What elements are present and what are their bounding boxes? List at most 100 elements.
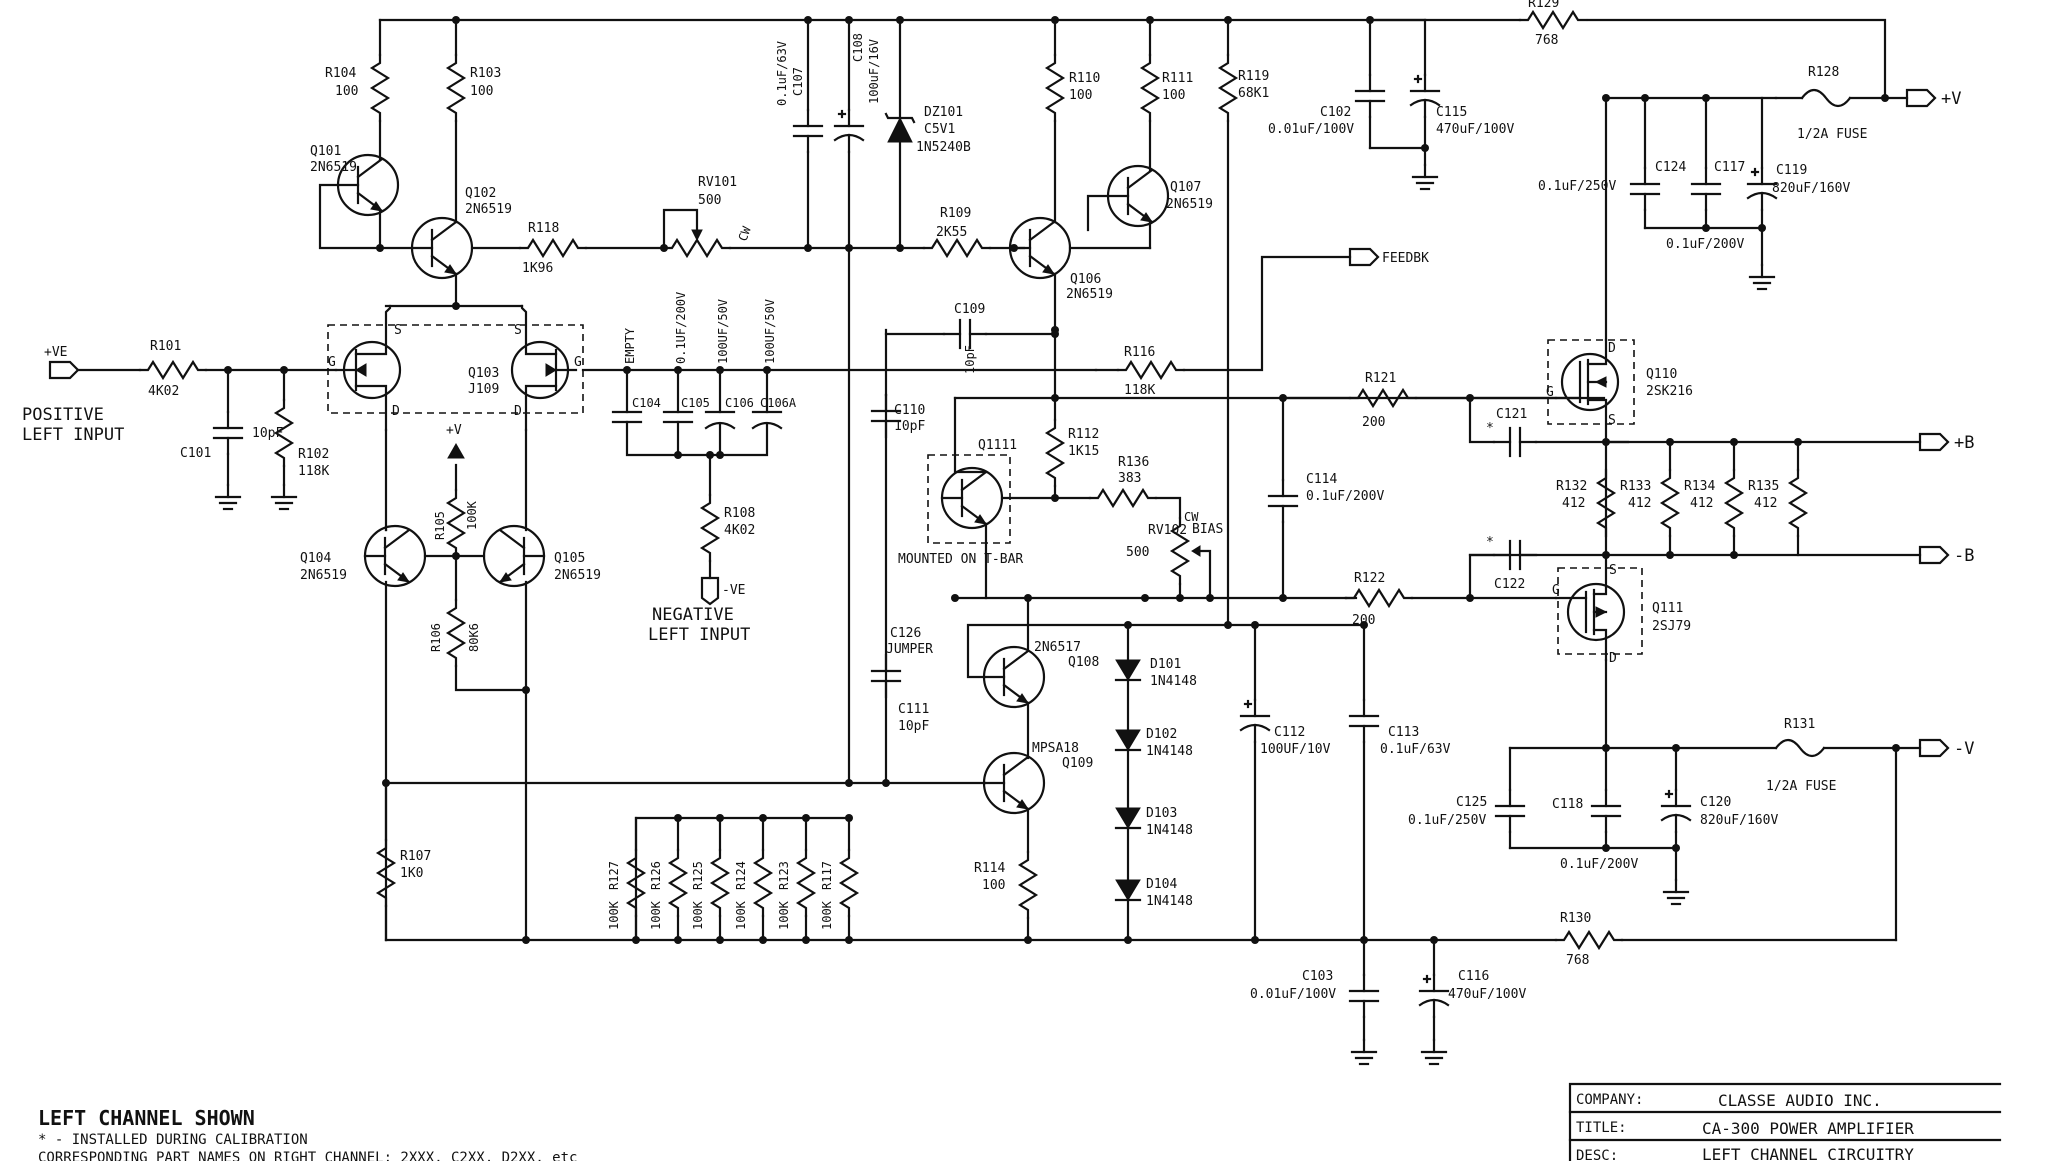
- value-C116: 470uF/100V: [1448, 987, 1526, 1002]
- type-Q102: 2N6519: [465, 202, 512, 217]
- label-R124: R124: [734, 861, 748, 890]
- label-Q105: Q105: [554, 551, 585, 566]
- feedback-network: C109 10pF R116 118K FEEDBK C110 10pF C12…: [845, 247, 1429, 787]
- value-R114: 100: [982, 878, 1005, 893]
- value-C111: 10pF: [898, 719, 929, 734]
- pin-G1: G: [328, 355, 336, 370]
- output-supply: +V R128 1/2A FUSE C124 0.1uF/250V C117 0…: [1538, 65, 1961, 342]
- label-C104: C104: [632, 396, 661, 410]
- cw-RV101: CW: [736, 224, 754, 243]
- value-R109: 2K55: [936, 225, 967, 240]
- type-Q107: 2N6519: [1166, 197, 1213, 212]
- port-vplus[interactable]: +V: [1941, 89, 1961, 109]
- label-C114: C114: [1306, 472, 1337, 487]
- value-C104: EMPTY: [623, 327, 637, 364]
- label-Q103: Q103: [468, 366, 499, 381]
- label-R109: R109: [940, 206, 971, 221]
- label-C124: C124: [1655, 160, 1686, 175]
- value-R110: 100: [1069, 88, 1092, 103]
- star-C122: *: [1486, 535, 1494, 550]
- label-DZ101: DZ101: [924, 105, 963, 120]
- value-RV102: 500: [1126, 545, 1149, 560]
- type-Q111: 2SJ79: [1652, 619, 1691, 634]
- q101-q102-block: R104 100 Q101 2N6519 R103 100 Q102 2N651…: [310, 18, 666, 310]
- label-C103: C103: [1302, 969, 1333, 984]
- label-C102: C102: [1320, 105, 1351, 120]
- pin-D-Q110: D: [1608, 341, 1616, 356]
- label-C117: C117: [1714, 160, 1745, 175]
- q106-q107-block: R110 100 Q106 2N6519 R111 100 Q107 2N651…: [1008, 18, 1269, 627]
- value-R111: 100: [1162, 88, 1185, 103]
- type-Q110: 2SK216: [1646, 384, 1693, 399]
- label-C101: C101: [180, 446, 211, 461]
- port-bplus[interactable]: +B: [1954, 433, 1974, 453]
- label-C112: C112: [1274, 725, 1305, 740]
- value-R128: 1/2A FUSE: [1797, 127, 1867, 142]
- value-R132: 412: [1562, 496, 1585, 511]
- value-R107: 1K0: [400, 866, 423, 881]
- value-D101: 1N4148: [1150, 674, 1197, 689]
- value-C117: 0.1uF/200V: [1666, 237, 1744, 252]
- label-RV102: RV102: [1148, 523, 1187, 538]
- value-R102: 118K: [298, 464, 329, 479]
- pin-S-Q111: S: [1609, 563, 1617, 578]
- bias-label: BIAS: [1192, 522, 1223, 537]
- pin-G-Q110: G: [1546, 385, 1554, 400]
- value-R108: 4K02: [724, 523, 755, 538]
- value-R124: 100K: [734, 900, 748, 930]
- value-C108: 100uF/16V: [867, 39, 881, 104]
- notes: LEFT CHANNEL SHOWN * - INSTALLED DURING …: [38, 1106, 577, 1161]
- star-C121: *: [1486, 421, 1494, 436]
- value-C118: 0.1uF/200V: [1560, 857, 1638, 872]
- port-neg-in[interactable]: -VE: [722, 583, 745, 598]
- label-R126: R126: [649, 861, 663, 890]
- pin-S1: S: [394, 323, 402, 338]
- label-D102: D102: [1146, 727, 1177, 742]
- value-R125: 100K: [691, 900, 705, 930]
- input-block: +VE POSITIVE LEFT INPUT R101 4K02 C101 1…: [22, 339, 338, 511]
- label-C105: C105: [681, 396, 710, 410]
- value-R135: 412: [1754, 496, 1777, 511]
- label-C108: C108: [851, 33, 865, 62]
- type-Q106: 2N6519: [1066, 287, 1113, 302]
- label-Q1111: Q1111: [978, 438, 1017, 453]
- value-R106: 80K6: [467, 623, 481, 652]
- value-R105: 100K: [465, 500, 479, 530]
- label-R132: R132: [1556, 479, 1587, 494]
- value-R133: 412: [1628, 496, 1651, 511]
- value-C110: 10pF: [894, 419, 925, 434]
- bottom-rail: R130 768 C103 0.01uF/100V C116 470uF/100…: [384, 746, 1898, 1066]
- label-R101: R101: [150, 339, 181, 354]
- port-vminus[interactable]: -V: [1954, 739, 1974, 759]
- port-bminus[interactable]: -B: [1954, 546, 1974, 566]
- value-C125: 0.1uF/250V: [1408, 813, 1486, 828]
- q103-jfet-pair: G S D G S D Q103 J109: [327, 304, 1098, 532]
- value-R121: 200: [1362, 415, 1385, 430]
- label-C109: C109: [954, 302, 985, 317]
- label-R129: R129: [1528, 0, 1559, 11]
- label-R123: R123: [777, 861, 791, 890]
- value-C126: JUMPER: [886, 642, 933, 657]
- port-pos-in[interactable]: +VE: [44, 345, 67, 360]
- label-C111: C111: [898, 702, 929, 717]
- label-C115: C115: [1436, 105, 1467, 120]
- value-R131: 1/2A FUSE: [1766, 779, 1836, 794]
- value-C113: 0.1uF/63V: [1380, 742, 1451, 757]
- label-R125: R125: [691, 861, 705, 890]
- value-C115: 470uF/100V: [1436, 122, 1514, 137]
- port-feedbk[interactable]: FEEDBK: [1382, 251, 1429, 266]
- label-R114: R114: [974, 861, 1005, 876]
- value-R119: 68K1: [1238, 86, 1269, 101]
- label-C125: C125: [1456, 795, 1487, 810]
- supply-top: C102 0.01uF/100V C115 470uF/100V: [1268, 18, 1514, 191]
- type-Q105: 2N6519: [554, 568, 601, 583]
- label-R133: R133: [1620, 479, 1651, 494]
- label-C107: C107: [791, 67, 805, 96]
- value-R117: 100K: [820, 900, 834, 930]
- value-R112: 1K15: [1068, 444, 1099, 459]
- label-C113: C113: [1388, 725, 1419, 740]
- tb-company: CLASSE AUDIO INC.: [1718, 1091, 1882, 1110]
- label-Q102: Q102: [465, 186, 496, 201]
- tb-desc: LEFT CHANNEL CIRCUITRY: [1702, 1145, 1914, 1161]
